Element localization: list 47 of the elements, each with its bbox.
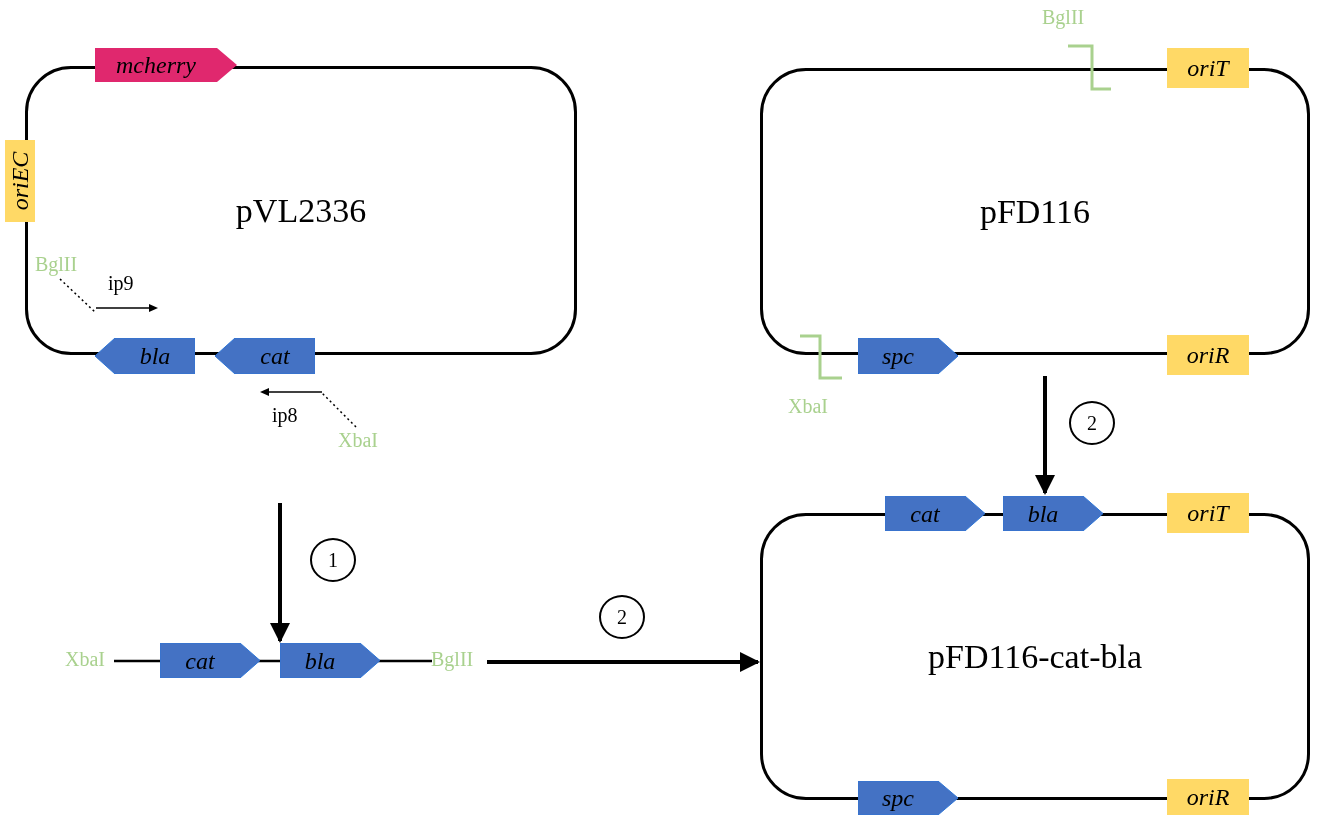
gene-feature (1003, 496, 1103, 531)
origin-label: oriR (1186, 785, 1230, 809)
gene-feature (280, 643, 380, 678)
gene-label: spc (882, 344, 914, 368)
plasmid-name: pVL2336 (235, 193, 367, 228)
gene-feature (858, 781, 958, 815)
gene-feature (885, 496, 985, 531)
gene-feature (95, 338, 195, 374)
origin-box (1167, 493, 1249, 533)
gene-label: mcherry (116, 53, 196, 77)
gene-feature (160, 643, 260, 678)
gene-label: cat (185, 648, 215, 673)
restriction-site-label: XbaI (330, 426, 386, 454)
restriction-site-label: XbaI (65, 648, 105, 671)
restriction-site-label: XbaI (788, 395, 828, 418)
step-arrow (487, 652, 760, 672)
restriction-site-label: BglII (1042, 6, 1085, 29)
leader-line (59, 278, 97, 314)
step-arrow (270, 503, 290, 643)
gene-feature (95, 48, 237, 82)
plasmid-name: pFD116 (979, 194, 1091, 229)
leader-line (321, 392, 357, 428)
step-number: 1 (310, 538, 356, 582)
origin-label: oriT (1187, 501, 1229, 525)
origin-box (1167, 48, 1249, 88)
restriction-site-label: BglII (28, 250, 84, 278)
origin-label: oriR (1186, 343, 1230, 367)
origin-box (1167, 335, 1249, 375)
origin-label: oriT (1187, 56, 1229, 80)
primer-label: ip8 (272, 404, 298, 427)
origin-box (5, 140, 35, 222)
gene-label: bla (139, 344, 171, 368)
plasmid-name: pFD116-cat-bla (928, 639, 1142, 674)
primer-label: ip9 (108, 272, 134, 295)
gene-label: cat (260, 344, 290, 368)
origin-label: oriEC (8, 151, 32, 211)
gene-label: bla (304, 648, 336, 673)
gene-feature (215, 338, 315, 374)
gene-label: bla (1027, 501, 1059, 526)
step-number: 2 (1069, 401, 1115, 445)
origin-box (1167, 779, 1249, 815)
gene-label: spc (882, 786, 914, 810)
restriction-site-label: BglII (431, 648, 474, 671)
step-arrow (1035, 376, 1055, 495)
gene-label: cat (910, 501, 940, 526)
step-number: 2 (599, 595, 645, 639)
gene-feature (858, 338, 958, 374)
